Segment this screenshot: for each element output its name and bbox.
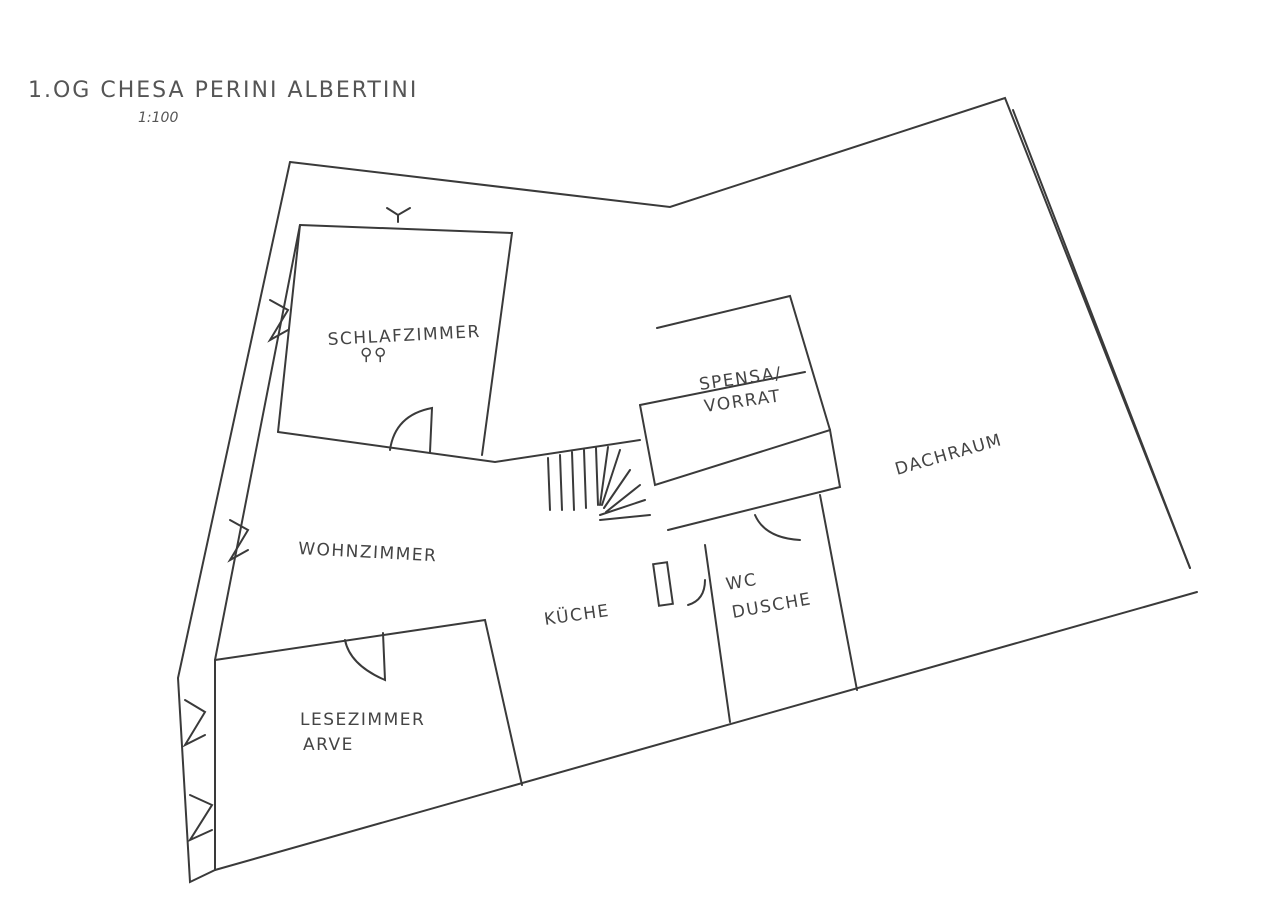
interior-walls [214,224,858,786]
outer-walls [176,96,1198,884]
room-label-arve: ARVE [303,735,354,755]
room-label-lesezimmer: LESEZIMMER [300,710,425,730]
room-labels: SCHLAFZIMMER SPENSA/ VORRAT DACHRAUM WOH… [298,322,1005,755]
bed-icon: ⚲⚲ [360,345,388,365]
windows [182,207,411,843]
room-label-wc: WC [724,570,759,595]
plan-title: 1.OG CHESA PERINI ALBERTINI [28,78,418,103]
room-label-kueche: KÜCHE [543,599,611,630]
doors [344,406,801,682]
room-label-dusche: DUSCHE [730,589,813,623]
svg-text:⚲⚲: ⚲⚲ [360,345,388,365]
room-label-schlafzimmer: SCHLAFZIMMER [327,322,481,350]
room-label-wohnzimmer: WOHNZIMMER [298,539,438,566]
room-label-dachraum: DACHRAUM [893,430,1005,480]
plan-scale: 1:100 [138,110,178,126]
stairs-icon [547,446,651,521]
